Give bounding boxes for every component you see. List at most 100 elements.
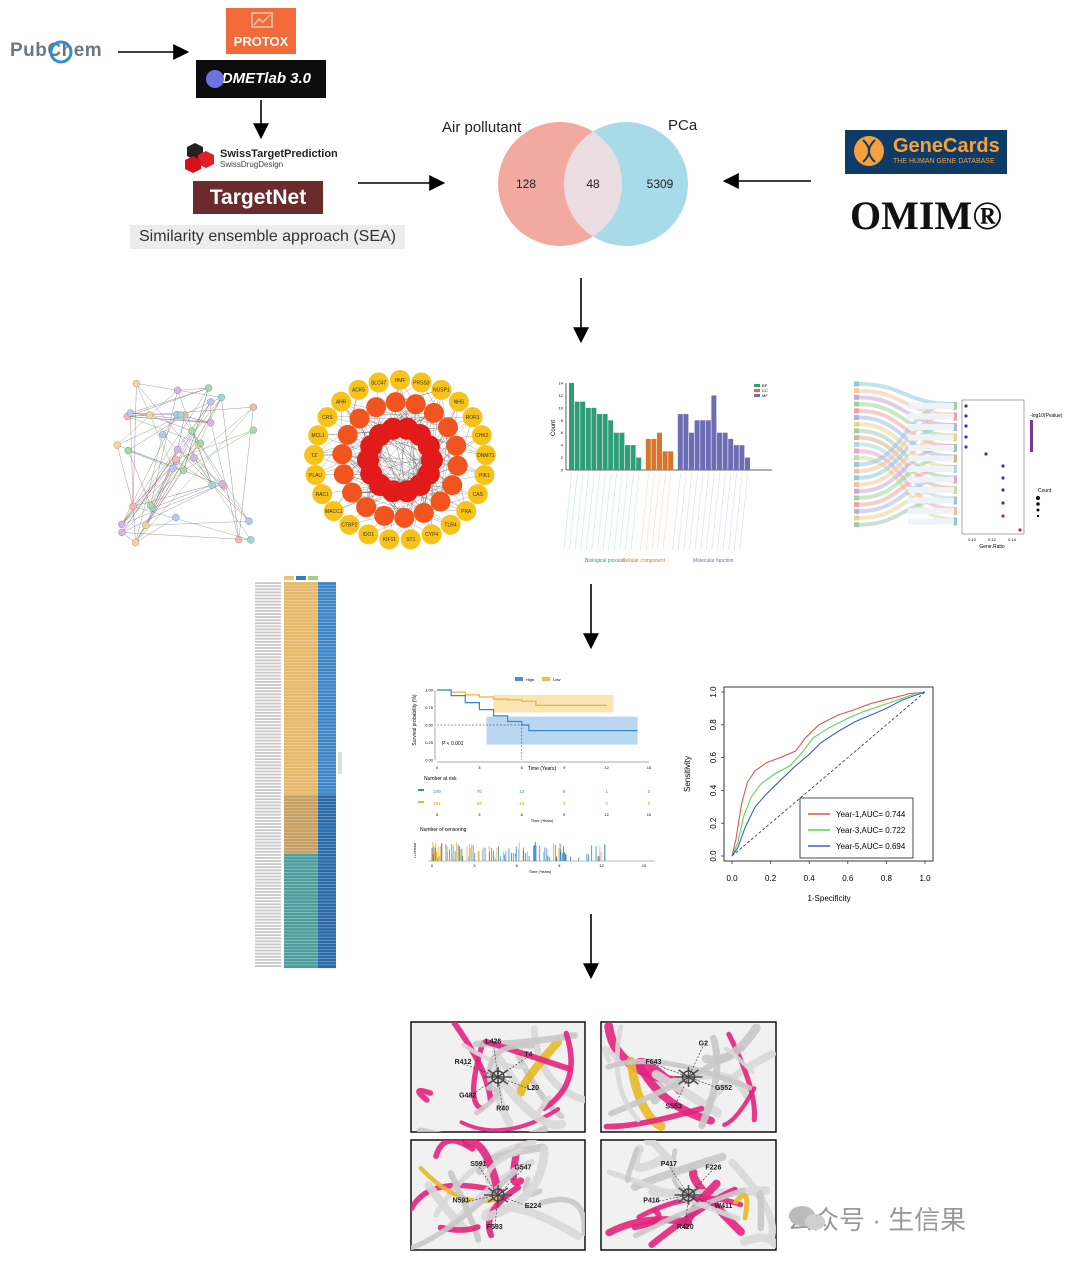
ppi-network-hub: HMFPRSS3NUSP1NHSROR1CHK2DNMT1PIK1CASPRAT… [304, 370, 496, 549]
network-node [118, 529, 125, 536]
hub-node-mid [386, 392, 406, 412]
heatmap-cell [318, 616, 336, 619]
heatmap-row-label [255, 857, 281, 859]
hub-node-mid [394, 508, 414, 528]
network-node [146, 412, 153, 419]
heatmap-cell [318, 940, 336, 943]
heatmap-cell [318, 727, 336, 730]
sankey-left-node [854, 382, 859, 387]
heatmap-cell [318, 919, 336, 922]
heatmap-row-label [255, 653, 281, 655]
heatmap-row-label [255, 826, 281, 828]
heatmap-cell [318, 832, 336, 835]
heatmap-cell [318, 604, 336, 607]
heatmap-cell [318, 965, 336, 968]
hub-node-mid [334, 464, 354, 484]
heatmap-cell [318, 668, 336, 671]
heatmap-cell [284, 959, 318, 962]
network-node [159, 431, 166, 438]
go-bar [700, 420, 705, 470]
roc-legend-label: Year-5,AUC= 0.694 [836, 842, 906, 851]
heatmap-cell [318, 807, 336, 810]
go-bar [711, 395, 716, 470]
km-ytick: 0.00 [425, 758, 434, 763]
go-bar [723, 433, 728, 470]
sankey-left-node [854, 408, 859, 413]
heatmap-row-label [255, 947, 281, 949]
heatmap-cell [284, 634, 318, 637]
heatmap-cell [284, 665, 318, 668]
roc-legend-label: Year-1,AUC= 0.744 [836, 810, 906, 819]
network-edge [133, 384, 136, 507]
heatmap-cell [284, 795, 318, 798]
heatmap-cell [284, 755, 318, 758]
go-bar [728, 439, 733, 470]
heatmap-row-label [255, 755, 281, 757]
dotplot-dot [964, 404, 967, 407]
hub-node-label: CAS [473, 492, 484, 498]
km-xtick: 15 [647, 765, 652, 770]
go-bar [678, 414, 683, 470]
km-censor-xtick: 15 [642, 863, 647, 868]
heatmap-cell [284, 909, 318, 912]
heatmap-cell [284, 604, 318, 607]
dotplot-xlabel: Gene.Ratio [979, 544, 1005, 550]
heatmap-cell [284, 733, 318, 736]
heatmap-cell [284, 900, 318, 903]
sankey-left-node [854, 489, 859, 494]
residue-label: G2 [699, 1041, 708, 1048]
heatmap-row-label [255, 678, 281, 680]
heatmap-row-label [255, 906, 281, 908]
km-xlabel: Time (Years) [528, 766, 557, 772]
go-bar [631, 445, 636, 470]
heatmap-cell [284, 841, 318, 844]
network-node [191, 454, 198, 461]
heatmap-cell [318, 912, 336, 915]
km-ci-low [494, 695, 614, 713]
heatmap-cell [284, 789, 318, 792]
network-node [250, 404, 257, 411]
heatmap-cell [284, 582, 318, 585]
heatmap-cell [284, 724, 318, 727]
heatmap-cell [284, 622, 318, 625]
go-bar [625, 445, 630, 470]
heatmap-cell [284, 641, 318, 644]
dotplot-frame [962, 400, 1024, 534]
dotplot-count-dot [1037, 509, 1040, 512]
heatmap-cell [284, 817, 318, 820]
heatmap-cell [284, 684, 318, 687]
heatmap-cell [318, 795, 336, 798]
network-node [172, 514, 179, 521]
sankey-term-bg [908, 477, 954, 483]
heatmap-cell [284, 628, 318, 631]
heatmap-row-label [255, 832, 281, 834]
heatmap-row-label [255, 761, 281, 763]
km-risk-high: 1 [605, 789, 608, 794]
heatmap-cell [284, 718, 318, 721]
heatmap-cell [284, 792, 318, 795]
heatmap-cell [318, 875, 336, 878]
go-bar [689, 433, 694, 470]
dotplot-dot [1001, 476, 1004, 479]
heatmap-cell [284, 894, 318, 897]
swiss-hexagon-icon [185, 143, 214, 173]
heatmap-cell [284, 780, 318, 783]
hub-node-mid [406, 394, 426, 414]
go-bar [614, 433, 619, 470]
heatmap-cell [318, 882, 336, 885]
go-bar [657, 433, 662, 470]
network-edge [136, 518, 176, 543]
heatmap-cell [284, 835, 318, 838]
heatmap-cell [284, 681, 318, 684]
heatmap-cell [284, 783, 318, 786]
roc-xtick: 0.4 [804, 874, 816, 883]
heatmap-cell [284, 897, 318, 900]
network-edge [127, 388, 208, 416]
hub-node-label: HMF [395, 378, 406, 384]
dotplot-dot [1001, 501, 1004, 504]
heatmap-cell [284, 687, 318, 690]
heatmap-cell [318, 931, 336, 934]
heatmap-row-label [255, 703, 281, 705]
sankey-term-bg [908, 508, 954, 514]
heatmap-row-label [255, 601, 281, 603]
